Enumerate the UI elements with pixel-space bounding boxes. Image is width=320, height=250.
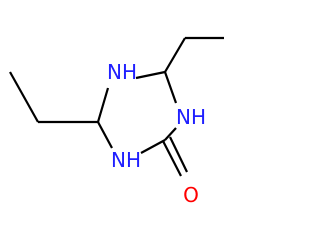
atom-nh-top: NH [107,60,137,84]
atom-nh-right-h: H [191,105,206,129]
bond-n-left-c4 [97,121,113,149]
atom-nh-right: NH [176,105,206,129]
atom-nh-left: NH [111,148,141,172]
bond-c2-o-b [169,136,188,173]
atom-nh-left-n: N [111,148,126,172]
bond-ethyl-ch2-ch3-left [9,71,39,123]
atom-nh-top-n: N [107,60,122,84]
bond-n-right-c2 [164,127,177,141]
atom-nh-top-h: H [122,60,137,84]
bond-c6-ethyl-ch2 [164,37,186,73]
atom-nh-right-n: N [176,105,191,129]
bond-c2-n-left [140,139,166,154]
bond-c6-n-right [163,71,178,104]
bond-n-top-c6 [135,70,166,80]
bond-c2-o-a [162,140,182,177]
atom-o: O [183,183,199,207]
bond-c4-n-top [96,87,110,123]
atom-nh-left-h: H [126,148,141,172]
molecule-structure: NH NH NH O [9,36,224,207]
